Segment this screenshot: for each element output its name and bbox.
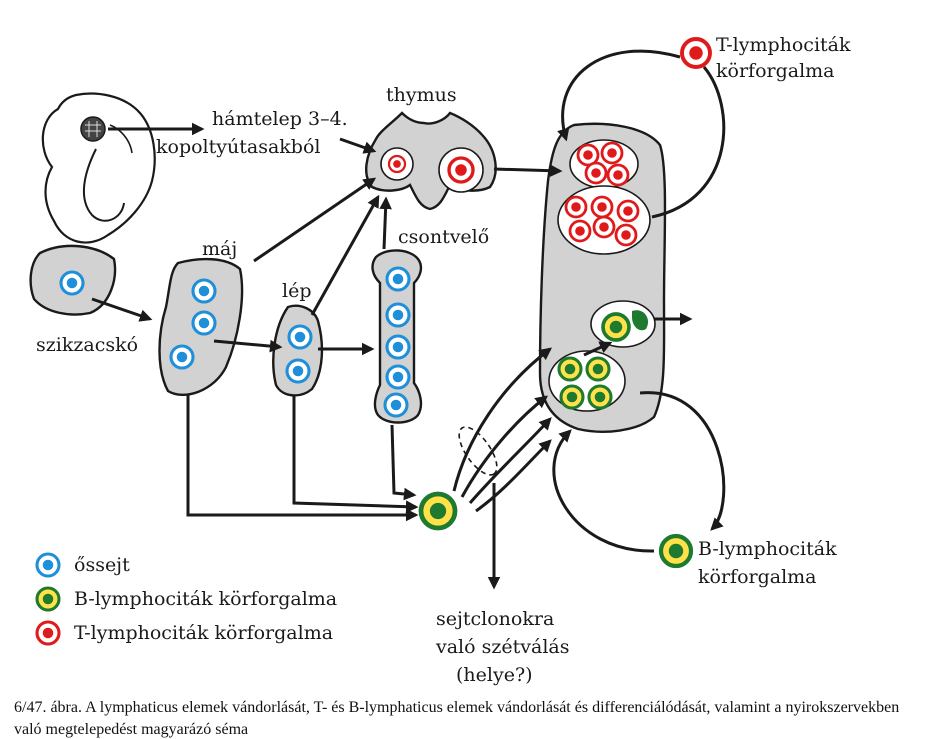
stem-cell-icon [59, 270, 85, 296]
t-circulation-label-line1: T-lymphociták [716, 34, 851, 56]
plasma-cell-granules [632, 310, 649, 331]
t-lymphocyte-icon [447, 156, 475, 184]
stem-cell-icon [385, 302, 411, 328]
split-site-marker [458, 426, 498, 476]
t-lymphocyte-icon [584, 161, 608, 185]
t-lymphocyte-icon [614, 223, 638, 247]
b-lymphocyte-icon [559, 384, 585, 410]
stem-cell-icon [191, 310, 217, 336]
stem-cell-icon [285, 358, 311, 384]
split-label-line1: sejtclonokra [436, 608, 554, 630]
legend-label-b: B-lymphociták körforgalma [74, 588, 337, 610]
stem-cell-icon [169, 344, 195, 370]
split-label-line2: való szétválás [435, 636, 569, 658]
spleen-label: lép [282, 280, 311, 302]
thymus-label: thymus [386, 84, 457, 106]
stem-cell-icon [385, 364, 411, 390]
gill-pouch-icon [80, 116, 106, 142]
b-lymphocyte-icon [587, 384, 613, 410]
b-lymphocyte-icon [658, 533, 694, 569]
t-lymphocyte-icon [35, 620, 61, 646]
yolk-sac-label: szikzacskó [36, 334, 138, 356]
stem-cell-icon [383, 392, 409, 418]
b-lymphocyte-icon [585, 356, 611, 382]
t-lymphocyte-icon [616, 199, 640, 223]
b-lymphocyte-icon [601, 312, 631, 342]
b-lymphocyte-icon [557, 356, 583, 382]
cell-layer [59, 37, 712, 569]
t-lymphocyte-icon [568, 219, 592, 243]
stem-cell-icon [385, 266, 411, 292]
t-lymphocyte-icon [600, 141, 624, 165]
diagram-labels: thymus hámtelep 3–4. kopoltyútasakból má… [36, 34, 851, 686]
b-circulation-label-line2: körforgalma [698, 566, 817, 588]
b-circulation-label-line1: B-lymphociták [698, 538, 837, 560]
liver-label: máj [202, 238, 237, 260]
bone-marrow-label: csontvelő [398, 226, 489, 248]
split-label-line3: (helye?) [456, 664, 533, 686]
stem-cell-icon [191, 278, 217, 304]
gill-pouch-label-line2: kopoltyútasakból [156, 136, 320, 158]
t-circulation-label-line2: körforgalma [716, 60, 835, 82]
t-lymphocyte-icon [606, 163, 630, 187]
legend-label-stem: őssejt [74, 554, 130, 576]
t-lymphocyte-icon [576, 143, 600, 167]
b-lymphocyte-icon [35, 586, 61, 612]
migration-arrows [91, 49, 726, 590]
legend: őssejt B-lymphociták körforgalma T-lymph… [35, 552, 337, 646]
t-lymphocyte-icon [592, 215, 616, 239]
figure-caption: 6/47. ábra. A lymphaticus elemek vándorl… [14, 699, 900, 738]
b-lymphocyte-icon [418, 491, 458, 531]
t-lymphocyte-icon [564, 195, 588, 219]
t-lymphocyte-icon [387, 154, 407, 174]
stem-cell-icon [385, 334, 411, 360]
stem-cell-icon [35, 552, 61, 578]
embryo-drawing [41, 92, 156, 244]
legend-label-t: T-lymphociták körforgalma [74, 622, 333, 644]
gill-pouch-label-line1: hámtelep 3–4. [212, 108, 348, 130]
t-lymphocyte-icon [680, 37, 712, 69]
stem-cell-icon [287, 324, 313, 350]
t-lymphocyte-icon [590, 195, 614, 219]
